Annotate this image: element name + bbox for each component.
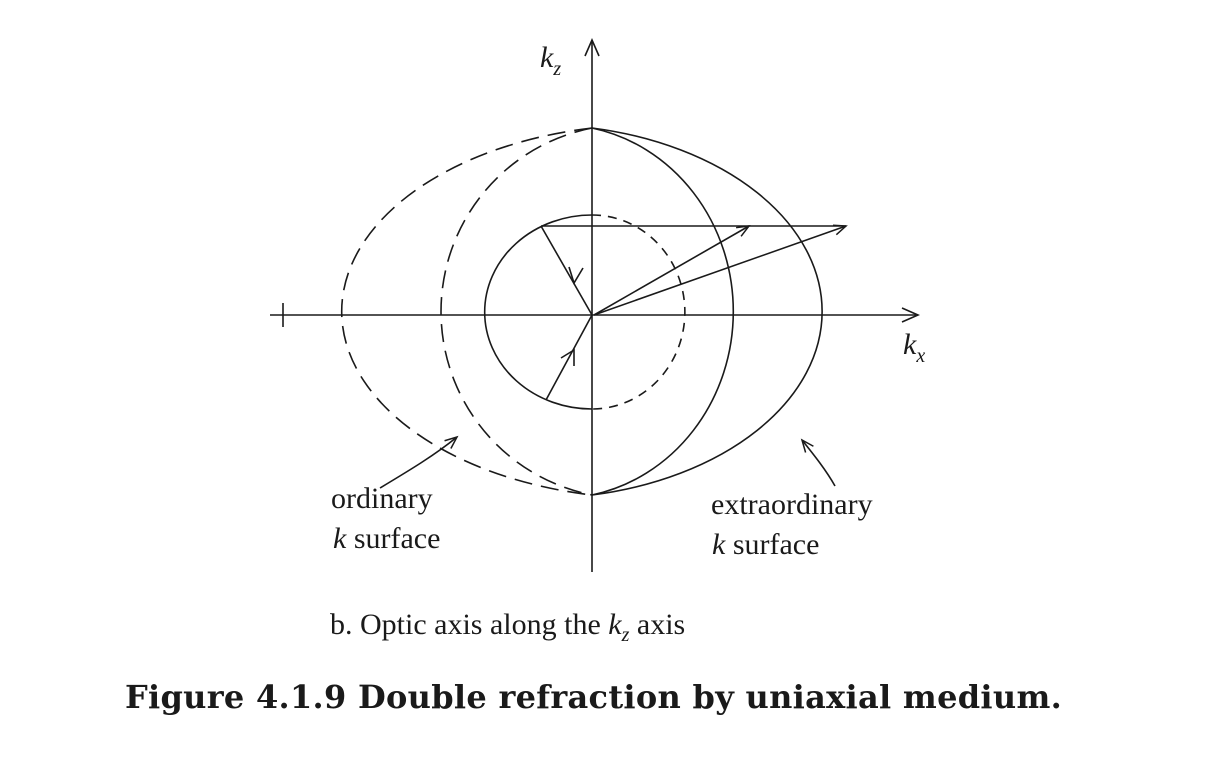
extraordinary-ellipse-solid-right	[591, 127, 823, 496]
subfigure-caption: b. Optic axis along the kz axis	[330, 608, 685, 647]
incident-ray	[545, 314, 593, 401]
extraordinary-k-vector	[593, 224, 848, 316]
outer-ellipse-dashed-left	[340, 127, 593, 496]
ordinary-circle-solid-right	[591, 127, 735, 496]
small-circle-dashed-right	[591, 214, 686, 410]
reflected-ray-arrowhead	[568, 266, 584, 285]
ordinary-k-vector	[593, 225, 751, 316]
incident-ray-arrowhead	[560, 348, 575, 366]
ordinary-label-line2: k surface	[333, 522, 440, 555]
subfigure-caption-prefix: b. Optic axis along the	[330, 608, 609, 641]
subfigure-caption-var-sub: z	[621, 624, 630, 646]
extraordinary-pointer	[800, 438, 836, 487]
extraordinary-label-line1: extraordinary	[711, 488, 873, 521]
extraordinary-label-line2: k surface	[712, 528, 819, 561]
subfigure-caption-suffix: axis	[629, 608, 686, 641]
ordinary-label-line1: ordinary	[331, 482, 433, 515]
ordinary-pointer	[379, 435, 459, 489]
ordinary-circle-dashed-left	[440, 127, 593, 496]
kz-axis-label: kz	[540, 41, 561, 80]
figure-caption: Figure 4.1.9 Double refraction by uniaxi…	[125, 678, 1063, 716]
kx-axis-label: kx	[903, 328, 925, 367]
reflected-ray	[540, 225, 593, 316]
subfigure-caption-var: k	[608, 608, 622, 641]
small-circle-solid-left	[483, 214, 593, 410]
